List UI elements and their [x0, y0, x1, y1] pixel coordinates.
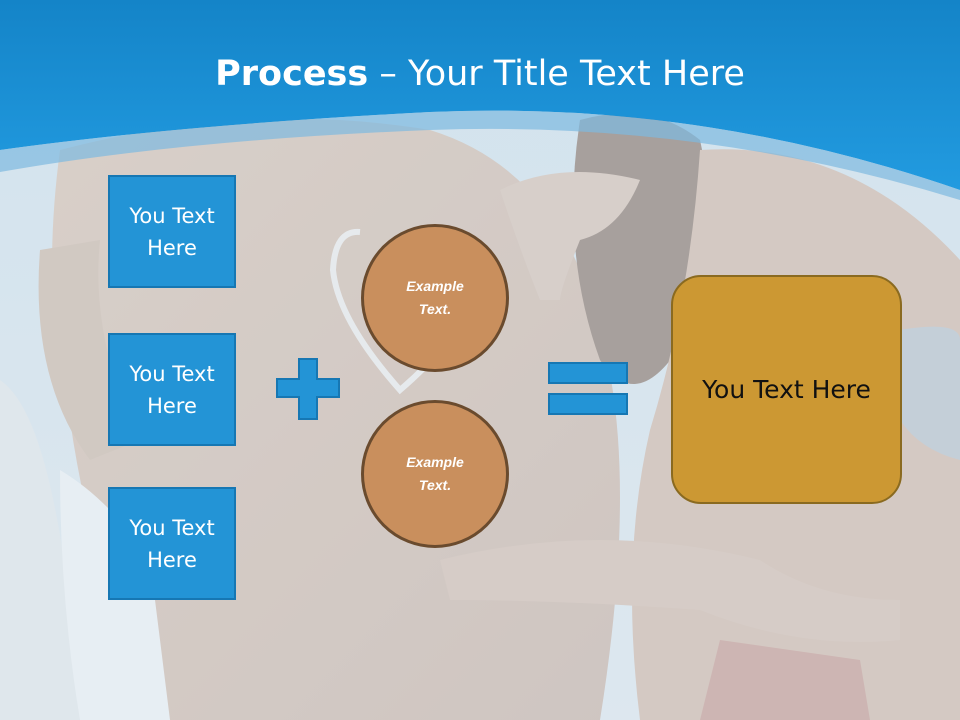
input-box-1[interactable]: You Text Here [108, 175, 236, 288]
title-rest: Your Title Text Here [407, 54, 745, 94]
page-title: Process – Your Title Text Here [0, 52, 960, 96]
title-bold: Process [215, 54, 369, 94]
equals-icon [548, 362, 628, 415]
input-box-2[interactable]: You Text Here [108, 333, 236, 446]
circle-label: Example Text. [406, 278, 464, 317]
example-circle-1[interactable]: Example Text. [361, 224, 509, 372]
plus-icon [276, 358, 340, 420]
input-box-3[interactable]: You Text Here [108, 487, 236, 600]
example-circle-2[interactable]: Example Text. [361, 400, 509, 548]
title-separator: – [368, 54, 408, 94]
result-label: You Text Here [702, 375, 871, 404]
input-box-label: You Text Here [129, 361, 215, 418]
result-box[interactable]: You Text Here [671, 275, 902, 504]
header-band [0, 0, 960, 200]
input-box-label: You Text Here [129, 515, 215, 572]
circle-label: Example Text. [406, 454, 464, 493]
input-box-label: You Text Here [129, 203, 215, 260]
